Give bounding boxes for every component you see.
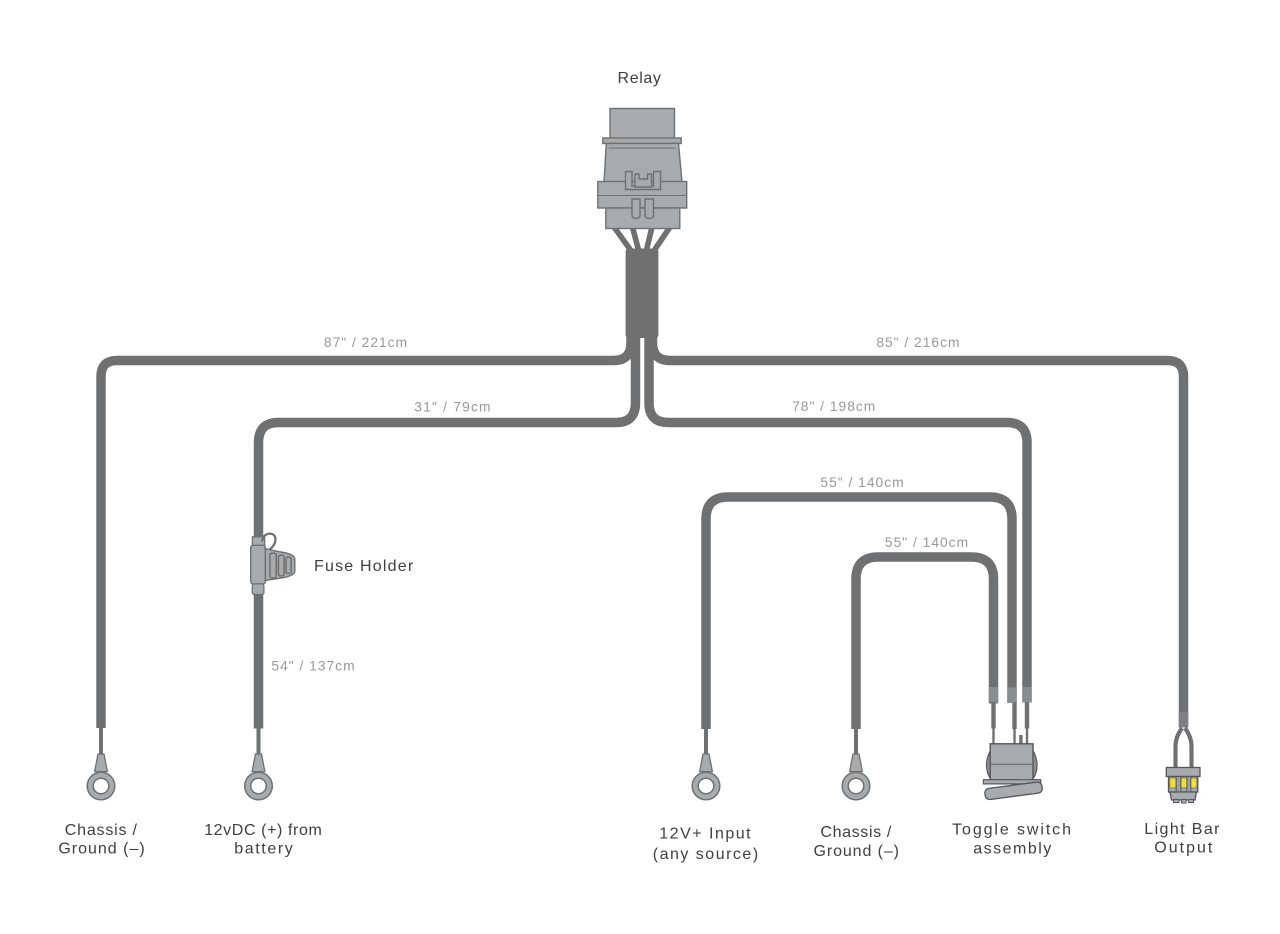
svg-text:55" / 140cm: 55" / 140cm — [885, 535, 969, 550]
svg-text:55" / 140cm: 55" / 140cm — [820, 475, 904, 490]
svg-text:Chassis /: Chassis / — [820, 824, 892, 841]
svg-text:(any source): (any source) — [653, 846, 760, 863]
svg-text:87" / 221cm: 87" / 221cm — [324, 335, 408, 350]
svg-text:battery: battery — [234, 841, 294, 858]
svg-text:Light Bar: Light Bar — [1144, 821, 1221, 838]
svg-text:Fuse Holder: Fuse Holder — [314, 558, 414, 575]
svg-text:31" / 79cm: 31" / 79cm — [414, 399, 491, 414]
svg-text:assembly: assembly — [973, 841, 1053, 858]
svg-text:12vDC (+) from: 12vDC (+) from — [204, 822, 322, 839]
svg-text:Ground (–): Ground (–) — [814, 843, 900, 860]
svg-text:Output: Output — [1154, 839, 1214, 856]
svg-text:78" / 198cm: 78" / 198cm — [792, 399, 876, 414]
svg-text:54" / 137cm: 54" / 137cm — [271, 659, 355, 674]
svg-text:Ground (–): Ground (–) — [58, 841, 145, 858]
svg-text:12V+ Input: 12V+ Input — [659, 826, 752, 843]
svg-text:Toggle switch: Toggle switch — [952, 822, 1073, 839]
svg-text:Relay: Relay — [618, 70, 662, 87]
svg-text:Chassis /: Chassis / — [65, 822, 138, 839]
svg-text:85" / 216cm: 85" / 216cm — [876, 335, 960, 350]
